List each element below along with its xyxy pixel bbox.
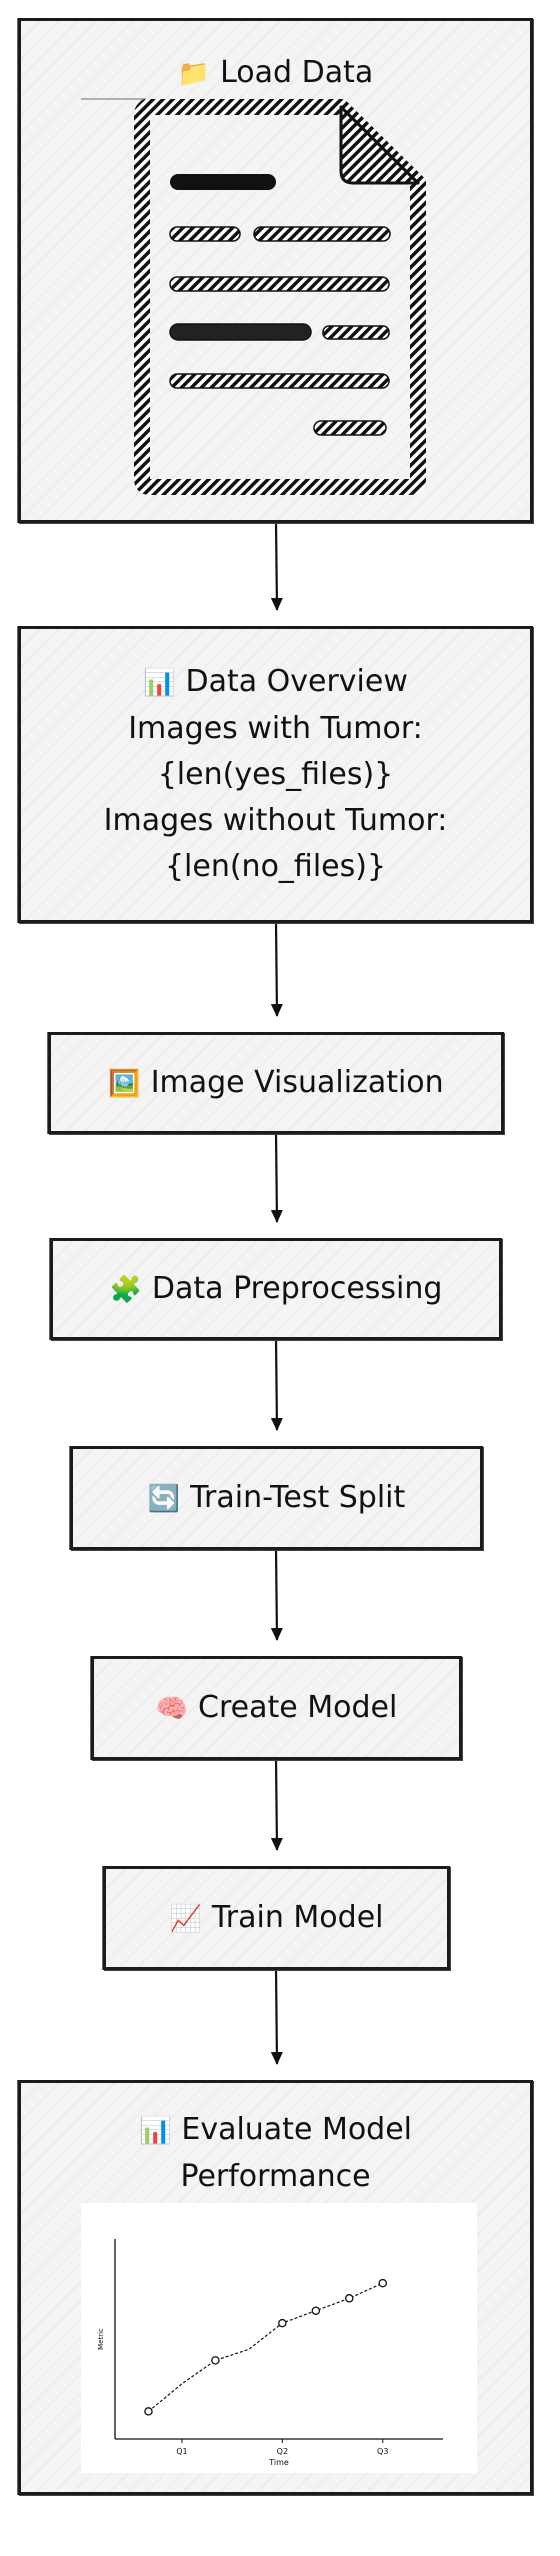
data-point: [144, 2407, 153, 2416]
arrow-overview-to-visualization: [270, 921, 283, 1017]
picture-icon: 🖼️: [108, 1069, 141, 1099]
node-train-test-split[interactable]: 🔄 Train-Test Split: [70, 1446, 483, 1550]
data-point: [278, 2318, 287, 2328]
data-point: [378, 2278, 388, 2288]
node-train-model[interactable]: 📈 Train Model: [103, 1866, 450, 1970]
overview-line-no-tumor-label: Images without Tumor:: [103, 803, 448, 838]
data-point: [311, 2306, 321, 2315]
arrow-split-to-create: [270, 1547, 283, 1641]
node-create-model[interactable]: 🧠 Create Model: [91, 1656, 462, 1760]
bar-chart-icon: 📊: [138, 2116, 172, 2146]
overview-line-no-tumor-count: {len(no_files)}: [164, 849, 387, 884]
node-label: Image Visualization: [150, 1065, 444, 1100]
node-title: Evaluate Model: [181, 2112, 413, 2147]
node-label: Train Model: [211, 1900, 384, 1935]
refresh-icon: 🔄: [147, 1484, 181, 1514]
overview-line-tumor-count: {len(yes_files)}: [157, 757, 394, 792]
node-data-preprocessing[interactable]: 🧩 Data Preprocessing: [50, 1238, 502, 1340]
node-load-data[interactable]: 📁 Load Data: [18, 18, 533, 523]
bar-chart-icon: 📊: [143, 668, 176, 698]
folder-icon: 📁: [177, 59, 211, 89]
node-label: Train-Test Split: [190, 1480, 406, 1515]
document-icon: [81, 98, 426, 495]
node-label: Data Preprocessing: [151, 1271, 443, 1306]
data-point: [211, 2356, 220, 2365]
node-label: Load Data: [220, 55, 374, 90]
arrow-preprocessing-to-split: [270, 1337, 283, 1431]
arrow-create-to-train: [270, 1757, 283, 1851]
x-tick-label: Q3: [377, 2447, 388, 2456]
x-tick-label: Q2: [277, 2447, 288, 2456]
arrow-load-to-overview: [270, 521, 283, 611]
trend-chart-icon: 📈: [169, 1904, 202, 1934]
x-axis-label: Time: [268, 2458, 289, 2467]
x-tick-label: Q1: [176, 2447, 187, 2456]
puzzle-icon: 🧩: [109, 1275, 142, 1305]
node-image-visualization[interactable]: 🖼️ Image Visualization: [48, 1032, 504, 1134]
node-title-line-2: Performance: [180, 2159, 371, 2194]
series-line: [148, 2282, 384, 2412]
arrow-train-to-evaluate: [270, 1967, 283, 2065]
node-data-overview[interactable]: 📊 Data Overview Images with Tumor: {len(y…: [18, 626, 533, 923]
data-point: [345, 2294, 354, 2303]
node-label: Create Model: [198, 1690, 398, 1725]
y-axis-label: Metric: [97, 2328, 105, 2350]
overview-line-tumor-label: Images with Tumor:: [128, 711, 423, 746]
arrow-visualization-to-preprocessing: [270, 1131, 283, 1223]
node-title: Data Overview: [185, 664, 408, 699]
brain-icon: 🧠: [155, 1694, 189, 1724]
